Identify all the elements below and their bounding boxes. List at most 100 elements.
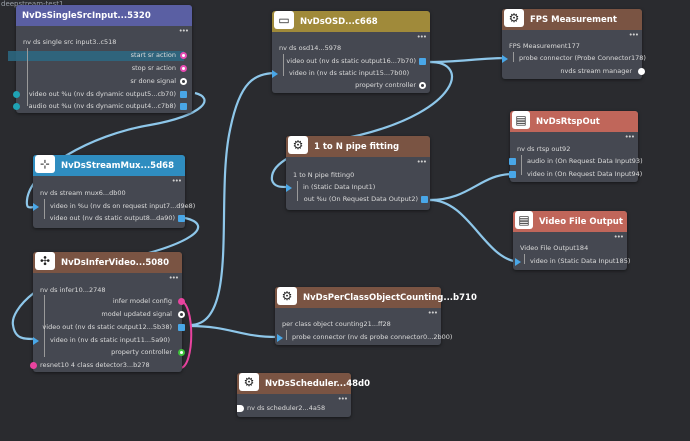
server-icon: ▤ — [512, 110, 530, 129]
wire-pipe-to-file — [429, 198, 522, 264]
port-in[interactable] — [286, 184, 292, 192]
port-video-out[interactable] — [178, 215, 185, 222]
port-left-audio[interactable] — [13, 103, 20, 110]
node-title: NvDsOSD...c668 — [300, 16, 378, 27]
node-menu-dots-icon[interactable]: ••• — [613, 233, 624, 241]
node-fps-measurement[interactable]: ⚙ FPS Measurement ••• FPS Measurement177… — [502, 8, 646, 79]
row-audio-in: audio in (On Request Data Input93) — [527, 157, 643, 165]
port-audio-in[interactable] — [509, 158, 516, 165]
row-video-in: video in %u (nv ds on request input7...d… — [50, 202, 196, 210]
node-title: NvDsRtspOut — [536, 116, 600, 127]
node-menu-dots-icon[interactable]: ••• — [178, 27, 189, 35]
row-probe-connector: probe connector (Probe Connector178) — [519, 54, 646, 62]
tree-line — [286, 330, 287, 340]
port-scheduler[interactable] — [237, 405, 244, 412]
port-probe-connector[interactable] — [277, 334, 283, 342]
node-header[interactable]: ⚙ NvDsScheduler...48d0 — [237, 372, 370, 394]
row-audio-out: audio out %u (nv ds dynamic output4...c7… — [28, 102, 176, 110]
port-property-controller[interactable] — [178, 349, 185, 356]
node-header[interactable]: ⚙ FPS Measurement — [502, 8, 642, 30]
gear-icon: ⚙ — [504, 8, 524, 27]
node-per-class-object-counting[interactable]: ⚙ NvDsPerClassObjectCounting...b710 ••• … — [275, 286, 477, 345]
port-video-in[interactable] — [509, 171, 516, 178]
selected-row-highlight — [8, 51, 184, 61]
node-menu-dots-icon[interactable]: ••• — [416, 33, 427, 41]
node-instance-label: nv ds scheduler2...4a58 — [247, 404, 326, 412]
wire-osd-to-fps — [429, 56, 511, 64]
port-model-updated-signal[interactable] — [178, 311, 185, 318]
node-stream-mux[interactable]: ⊹ NvDsStreamMux...5d68 ••• nv ds stream … — [33, 154, 195, 228]
gear-icon: ⚙ — [288, 135, 308, 154]
node-header[interactable]: ▤ NvDsRtspOut — [510, 110, 638, 132]
node-instance-label: FPS Measurement177 — [509, 42, 580, 50]
tree-line — [513, 52, 514, 62]
node-menu-dots-icon[interactable]: ••• — [624, 133, 635, 141]
wire-infer-to-osd — [189, 71, 276, 327]
port-video-out[interactable] — [180, 91, 187, 98]
node-header[interactable]: ✣ NvDsInferVideo...5080 — [33, 251, 182, 273]
port-out[interactable] — [421, 196, 428, 203]
row-probe-connector: probe connector (nv ds probe connector0.… — [292, 333, 453, 341]
port-nvds-stream-manager[interactable] — [638, 68, 645, 75]
tree-line — [27, 48, 28, 106]
port-video-in[interactable] — [272, 70, 278, 78]
node-menu-dots-icon[interactable]: ••• — [168, 274, 179, 282]
node-pipe-fitting[interactable]: ⚙ 1 to N pipe fitting ••• 1 to N pipe fi… — [286, 135, 430, 210]
node-instance-label: nv ds rtsp out92 — [517, 145, 571, 153]
port-infer-model-config[interactable] — [178, 298, 185, 305]
node-infer-video[interactable]: ✣ NvDsInferVideo...5080 ••• nv ds infer1… — [30, 251, 185, 372]
node-video-file-output[interactable]: ▤ Video File Output ••• Video File Outpu… — [513, 210, 630, 270]
tree-line — [283, 54, 284, 76]
node-header[interactable]: ▭ NvDsOSD...c668 — [272, 10, 430, 32]
node-menu-dots-icon[interactable]: ••• — [628, 31, 639, 39]
port-video-out[interactable] — [178, 324, 185, 331]
infer-network-icon: ✣ — [35, 251, 55, 270]
port-video-out[interactable] — [419, 58, 426, 65]
port-resnet-detector[interactable] — [30, 362, 37, 369]
node-menu-dots-icon[interactable]: ••• — [171, 177, 182, 185]
node-title: FPS Measurement — [530, 14, 617, 25]
node-menu-dots-icon[interactable]: ••• — [337, 395, 348, 403]
row-resnet-detector: resnet10 4 class detector3...b278 — [40, 361, 150, 369]
row-model-updated-signal: model updated signal — [101, 310, 172, 318]
node-header[interactable]: ⊹ NvDsStreamMux...5d68 — [33, 154, 185, 176]
node-rtsp-out[interactable]: ▤ NvDsRtspOut ••• nv ds rtsp out92 audio… — [509, 110, 643, 182]
row-video-in: video in (nv ds static input11...5a90) — [50, 336, 170, 344]
node-osd[interactable]: ▭ NvDsOSD...c668 ••• nv ds osd14...5978 … — [272, 10, 430, 93]
gear-icon: ⚙ — [277, 286, 297, 305]
node-instance-label: nv ds stream mux6...db00 — [40, 189, 126, 197]
node-header[interactable]: ⚙ 1 to N pipe fitting — [286, 135, 430, 157]
row-video-out: video out (nv ds static output16...7b70) — [286, 57, 416, 65]
row-video-out: video out (nv ds static output8...da90) — [49, 214, 175, 222]
port-sr-done-signal[interactable] — [180, 78, 187, 85]
row-nvds-stream-manager: nvds stream manager — [560, 67, 632, 75]
node-header[interactable]: ▤ Video File Output — [513, 210, 627, 232]
row-property-controller: property controller — [111, 348, 172, 356]
port-left-video[interactable] — [13, 91, 20, 98]
wire-infer-to-perclass — [189, 324, 278, 339]
port-video-in[interactable] — [33, 203, 39, 211]
node-header[interactable]: ⚙ NvDsPerClassObjectCounting...b710 — [275, 286, 477, 308]
port-stop-sr-action[interactable] — [180, 65, 187, 72]
node-instance-label: per class object counting21...ff28 — [282, 320, 391, 328]
port-probe-connector[interactable] — [502, 55, 508, 63]
gear-icon: ⚙ — [239, 372, 259, 391]
port-video-in[interactable] — [515, 258, 521, 266]
tree-line — [44, 199, 45, 219]
port-start-sr-action[interactable] — [180, 52, 187, 59]
node-title: NvDsSingleSrcInput...5320 — [22, 10, 151, 21]
port-property-controller[interactable] — [419, 82, 426, 89]
port-video-in[interactable] — [33, 337, 39, 345]
node-instance-label: nv ds single src input3..c518 — [23, 38, 117, 46]
node-single-src-input[interactable]: NvDsSingleSrcInput...5320 ••• nv ds sing… — [8, 5, 192, 113]
node-scheduler[interactable]: ⚙ NvDsScheduler...48d0 ••• nv ds schedul… — [237, 372, 370, 417]
node-header[interactable]: NvDsSingleSrcInput...5320 — [16, 5, 192, 26]
port-audio-out[interactable] — [180, 103, 187, 110]
node-title: Video File Output — [539, 216, 623, 227]
stream-mux-icon: ⊹ — [35, 154, 55, 173]
row-video-out: video out (nv ds static output12...5b38) — [42, 323, 172, 331]
node-menu-dots-icon[interactable]: ••• — [427, 309, 438, 317]
server-icon: ▤ — [515, 210, 533, 229]
node-menu-dots-icon[interactable]: ••• — [416, 158, 427, 166]
row-video-in: video in (On Request Data Input94) — [527, 170, 643, 178]
